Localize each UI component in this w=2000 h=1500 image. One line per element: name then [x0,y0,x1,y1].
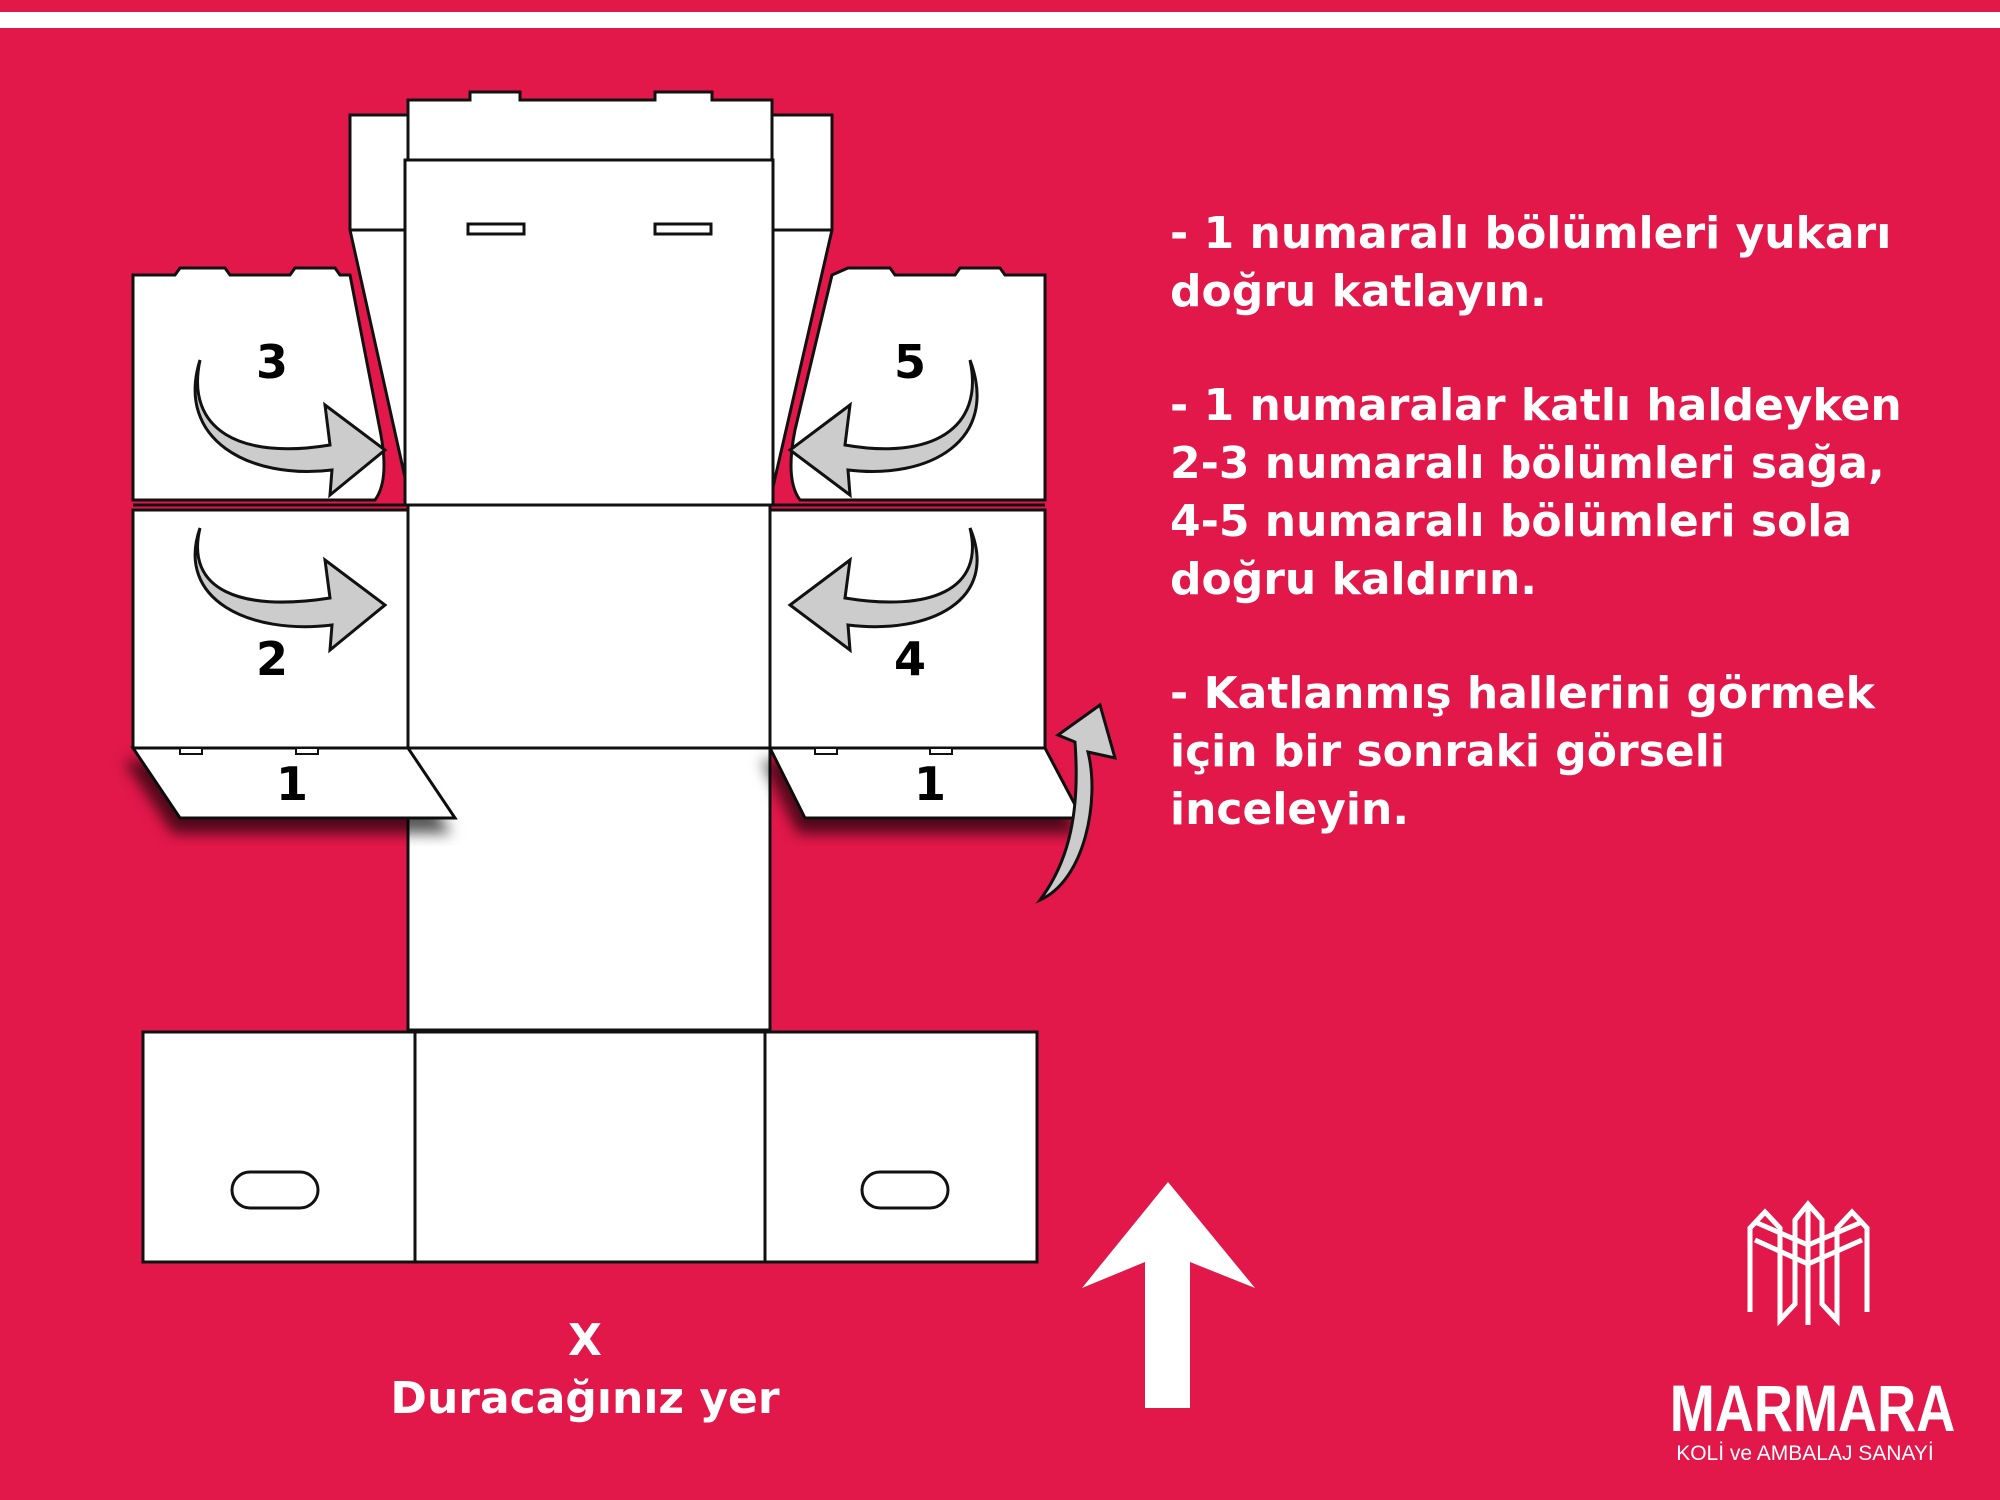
panel-number-2: 2 [256,632,288,686]
panel-number-4: 4 [894,632,926,686]
flap-number-1-left: 1 [276,757,308,811]
standing-position: X Duracağınız yer [330,1312,840,1428]
panel-number-5: 5 [894,335,926,389]
instruction-step-3: - Katlanmış hallerini görmek için bir so… [1170,668,1875,835]
curved-arrow-left-icon [787,527,979,654]
top-white-stripe [0,12,2000,28]
flap-number-1-right: 1 [914,757,946,811]
top-lid-tab [406,90,774,162]
panel-number-3: 3 [256,335,288,389]
curved-arrow-right-icon [193,527,388,654]
box-net [131,90,1047,1264]
instruction-step-1: - 1 numaralı bölümleri yukarı doğru katl… [1170,208,1892,317]
instruction-list: - 1 numaralı bölümleri yukarı doğru katl… [1170,205,1970,895]
bottom-left-panel [141,1030,417,1264]
panel-4 [768,508,1047,750]
bottom-center-panel [413,1030,767,1264]
panel-3 [131,266,386,502]
brand-block: MARMARA KOLİ ve AMBALAJ SANAYİ [1640,1375,1970,1465]
handle-hole-left [230,1170,320,1210]
instruction-step-2: - 1 numaralar katlı haldeyken 2-3 numara… [1170,380,1902,605]
handle-hole-right [860,1170,950,1210]
curved-arrow-right-icon [193,359,388,499]
curved-arrow-left-icon [787,359,979,499]
curved-arrow-up-icon [1035,702,1118,904]
brand-name: MARMARA [1669,1371,1956,1445]
brand-subtitle: KOLİ ve AMBALAJ SANAYİ [1676,1442,1934,1465]
standing-label: Duracağınız yer [390,1373,780,1424]
center-panel-upper [406,503,772,750]
up-arrow-icon [1082,1182,1255,1408]
marmara-logo-icon [1747,1200,1870,1327]
panel-2 [131,508,410,750]
center-panel-lower [406,746,772,1032]
top-band [0,0,2000,12]
bottom-right-panel [763,1030,1039,1264]
standing-mark: X [568,1315,602,1366]
top-lid-panel [403,158,775,507]
